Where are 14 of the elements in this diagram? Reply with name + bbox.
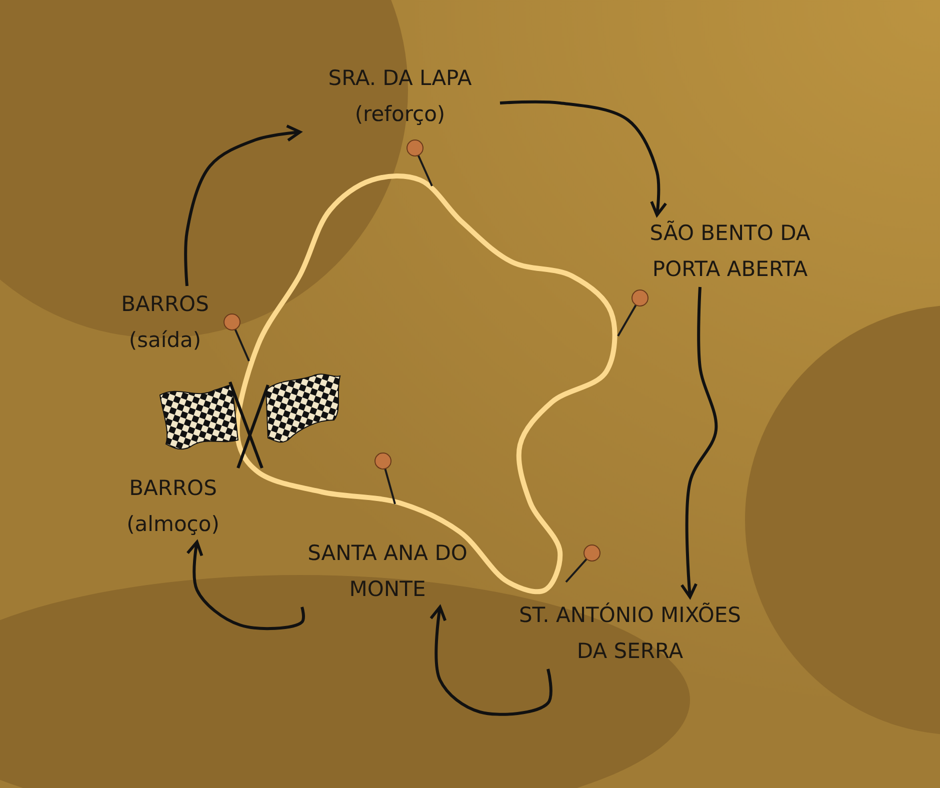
curved-arrow <box>430 606 552 716</box>
curved-arrow <box>500 100 668 216</box>
place-label: BARROS <box>128 475 218 502</box>
place-label: SÃO BENTO DA PORTA ABERTA <box>648 220 812 283</box>
place-label: SRA. DA LAPA <box>327 65 473 92</box>
place-label: BARROS <box>120 291 210 318</box>
curved-arrow <box>186 540 305 630</box>
place-label: (saída) <box>128 327 202 354</box>
place-label: (almoço) <box>126 511 220 538</box>
curved-arrow <box>184 124 302 286</box>
place-label: SANTA ANA DO MONTE <box>306 540 468 603</box>
place-label: (reforço) <box>354 101 446 128</box>
place-label: ST. ANTÓNIO MIXÕES DA SERRA <box>518 602 742 665</box>
curved-arrow <box>680 286 718 598</box>
